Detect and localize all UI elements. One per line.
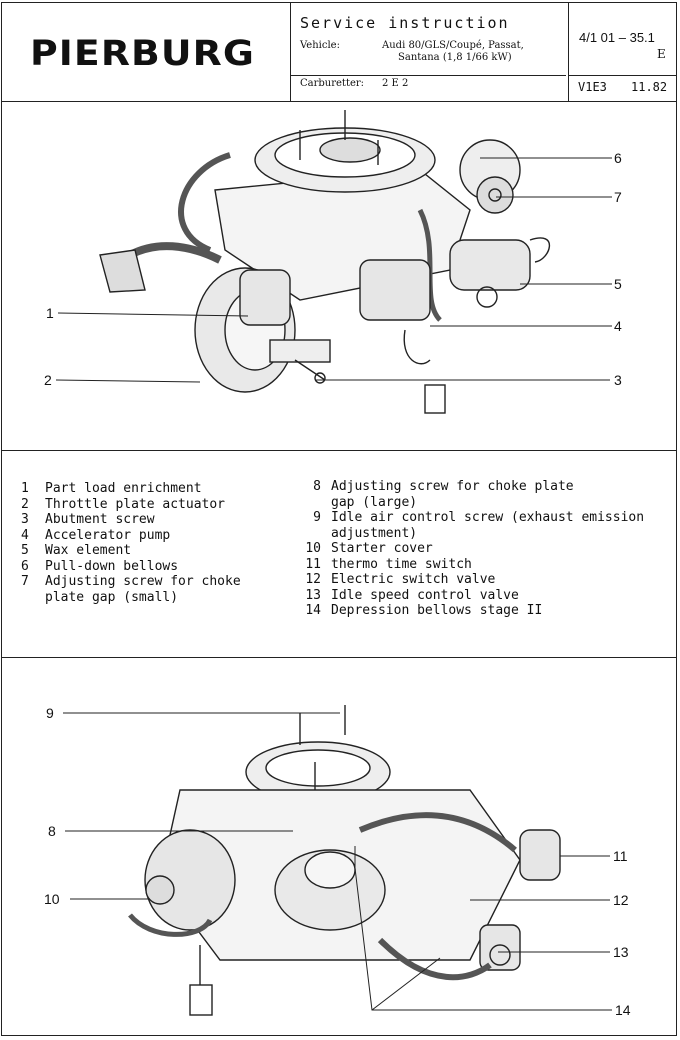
legend-item: adjustment) xyxy=(303,526,644,542)
vehicle-line-2: Santana (1,8 1/66 kW) xyxy=(398,52,512,63)
header-divider-h3 xyxy=(568,75,676,76)
legend-number: 2 xyxy=(21,496,29,512)
version-code: V1E3 xyxy=(578,80,607,94)
vehicle-line-1: Audi 80/GLS/Coupé, Passat, xyxy=(382,40,524,51)
legend-text: thermo time switch xyxy=(331,556,472,572)
legend-item: plate gap (small) xyxy=(21,590,241,606)
legend-item: 11 thermo time switch xyxy=(303,557,644,573)
legend-text: Starter cover xyxy=(331,541,433,556)
legend-item: 3 Abutment screw xyxy=(21,512,241,528)
legend-text: adjustment) xyxy=(331,525,418,541)
callout-10: 10 xyxy=(44,891,60,907)
legend-item: 4 Accelerator pump xyxy=(21,528,241,544)
legend-item: 9 Idle air control screw (exhaust emissio… xyxy=(303,510,644,526)
legend-number: 8 xyxy=(313,479,321,494)
callout-13: 13 xyxy=(613,944,629,960)
callout-12: 12 xyxy=(613,892,629,908)
legend-number: 6 xyxy=(21,558,29,574)
legend-number: 9 xyxy=(313,510,321,525)
callout-7: 7 xyxy=(614,189,622,205)
legend-left-column: 1 Part load enrichment 2 Throttle plate act… xyxy=(21,481,241,605)
callout-11: 11 xyxy=(613,848,628,864)
document-number: 4/1 01 – 35.1 xyxy=(579,30,655,45)
legend-divider xyxy=(2,657,676,658)
legend-item: 5 Wax element xyxy=(21,543,241,559)
legend-number: 14 xyxy=(305,603,321,618)
top-carburetter-drawing xyxy=(99,110,551,414)
legend-number: 3 xyxy=(21,512,29,527)
legend-text: Idle speed control valve xyxy=(331,587,519,603)
legend-number: 11 xyxy=(305,556,321,572)
callout-9: 9 xyxy=(46,705,54,721)
callout-6: 6 xyxy=(614,150,622,166)
legend-item: 2 Throttle plate actuator xyxy=(21,497,241,513)
callout-3: 3 xyxy=(614,372,622,388)
brand-logo: PIERBURG xyxy=(30,34,255,74)
legend-text: Part load enrichment xyxy=(45,481,202,496)
legend-text: Wax element xyxy=(45,543,132,558)
legend-item: 6 Pull-down bellows xyxy=(21,559,241,575)
legend-item: gap (large) xyxy=(303,495,644,511)
legend-text: Throttle plate actuator xyxy=(45,496,226,512)
header-divider-h2 xyxy=(290,75,566,76)
language-code: E xyxy=(657,47,666,61)
document-title: Service instruction xyxy=(300,14,510,32)
legend-text: gap (large) xyxy=(331,494,418,510)
legend-text: plate gap (small) xyxy=(45,589,179,605)
legend-item: 7 Adjusting screw for choke xyxy=(21,574,241,590)
legend-number: 1 xyxy=(21,481,29,496)
legend-item: 8 Adjusting screw for choke plate xyxy=(303,479,644,495)
legend-number: 5 xyxy=(21,543,29,558)
legend-item: 1 Part load enrichment xyxy=(21,481,241,497)
legend-text: Idle air control screw (exhaust emission xyxy=(331,510,645,525)
vehicle-label: Vehicle: xyxy=(300,40,340,51)
legend-number: 7 xyxy=(21,574,29,589)
legend-text: Depression bellows stage II xyxy=(331,603,543,618)
header-divider-v2 xyxy=(568,3,569,101)
legend-text: Adjusting screw for choke xyxy=(45,574,241,589)
legend-text: Electric switch valve xyxy=(331,572,496,587)
legend-item: 13 Idle speed control valve xyxy=(303,588,644,604)
figure-top-divider xyxy=(2,450,676,451)
header-divider xyxy=(2,101,676,102)
legend-text: Accelerator pump xyxy=(45,527,171,543)
legend-number: 4 xyxy=(21,527,29,543)
legend-text: Adjusting screw for choke plate xyxy=(331,479,574,494)
issue-date: 11.82 xyxy=(631,80,668,94)
carburetter-label: Carburetter: xyxy=(300,78,365,89)
legend-item: 10 Starter cover xyxy=(303,541,644,557)
legend-number: 13 xyxy=(305,587,321,603)
callout-5: 5 xyxy=(614,276,622,292)
header-divider-v1 xyxy=(290,3,291,101)
legend-number: 10 xyxy=(305,541,321,556)
callout-14: 14 xyxy=(615,1002,631,1018)
legend-text: Pull-down bellows xyxy=(45,558,179,574)
bottom-carburetter-drawing xyxy=(128,705,561,1016)
callout-4: 4 xyxy=(614,318,622,334)
callout-8: 8 xyxy=(48,823,56,839)
legend-text: Abutment screw xyxy=(45,512,155,527)
callout-1: 1 xyxy=(46,305,54,321)
legend-item: 14 Depression bellows stage II xyxy=(303,603,644,619)
callout-leader-lines xyxy=(55,157,612,1011)
legend-item: 12 Electric switch valve xyxy=(303,572,644,588)
callout-2: 2 xyxy=(44,372,52,388)
legend-number: 12 xyxy=(305,572,321,587)
carburetter-value: 2 E 2 xyxy=(382,78,409,89)
